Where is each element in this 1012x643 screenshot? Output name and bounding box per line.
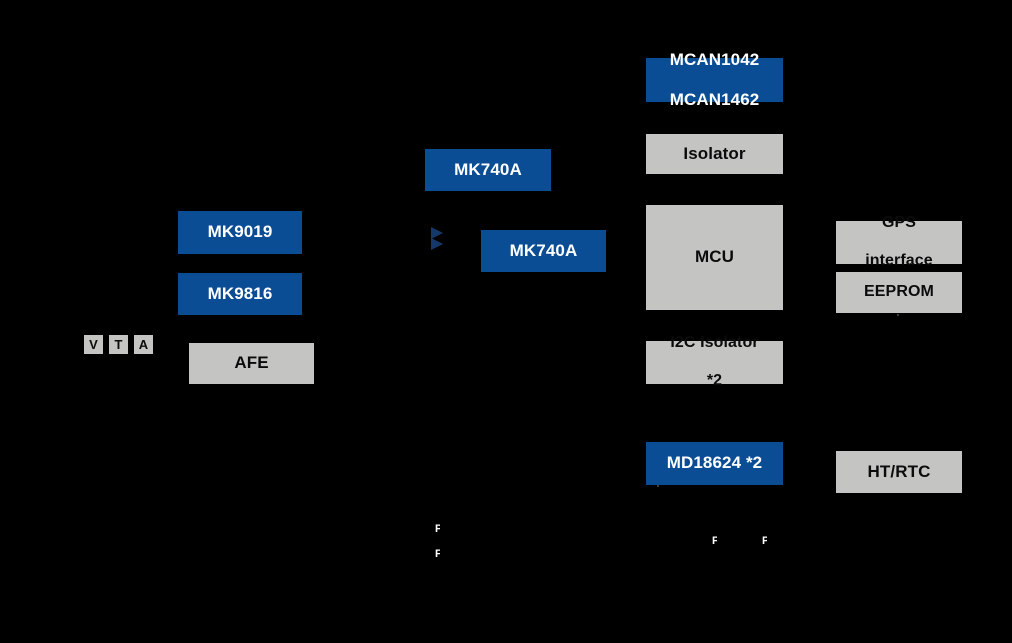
block-mk9816-label: MK9816: [207, 283, 273, 303]
block-mcan-transceiver: MCAN1042 MCAN1462: [646, 50, 783, 109]
sensor-chip-current: A: [134, 335, 153, 354]
residual-mark-md18624: [657, 485, 659, 487]
sensor-chip-voltage: V: [84, 335, 103, 354]
sensor-chip-temperature: T: [109, 335, 128, 354]
arrow-right-icon-lower: [431, 238, 443, 250]
block-mk740a-lower: MK740A: [481, 230, 606, 272]
block-ht-rtc: HT/RTC: [836, 451, 962, 493]
block-isolator-label: Isolator: [683, 143, 746, 163]
block-mk9019-label: MK9019: [207, 222, 273, 242]
block-mk9019: MK9019: [178, 211, 302, 254]
block-mcu: MCU: [646, 205, 783, 310]
block-eeprom: EEPROM: [836, 272, 962, 313]
block-mk740a-upper-label: MK740A: [454, 159, 522, 179]
block-ht-rtc-label: HT/RTC: [867, 461, 931, 481]
sensor-chip-temperature-label: T: [114, 337, 123, 352]
sensor-chip-voltage-label: V: [89, 337, 98, 352]
block-mcu-label: MCU: [694, 247, 734, 267]
block-i2c-isolator: I2C Isolator *2: [646, 334, 783, 389]
clipped-label-fragment-2: F: [435, 549, 440, 560]
residual-mark-eeprom: [897, 314, 899, 316]
arrow-right-icon-upper: [431, 227, 443, 239]
block-i2c-isolator-line1: I2C Isolator: [670, 334, 759, 352]
block-mk9816: MK9816: [178, 273, 302, 315]
block-mcan-line2: MCAN1462: [669, 90, 760, 110]
clipped-label-fragment-3: P: [712, 536, 717, 547]
clipped-label-fragment-1: P: [435, 524, 440, 535]
block-afe-label: AFE: [234, 353, 269, 373]
sensor-chip-current-label: A: [138, 337, 149, 352]
block-isolator: Isolator: [646, 134, 783, 174]
block-md18624-label: MD18624 *2: [666, 453, 763, 473]
block-gps-line1: GPS: [881, 214, 917, 232]
block-eeprom-label: EEPROM: [864, 283, 934, 301]
block-gps-line2: interface: [865, 251, 933, 269]
block-gps-interface: GPS interface: [836, 214, 962, 269]
block-mk740a-upper: MK740A: [425, 149, 551, 191]
block-i2c-isolator-line2: *2: [706, 371, 723, 389]
block-md18624: MD18624 *2: [646, 442, 783, 485]
block-mcan-line1: MCAN1042: [669, 49, 760, 69]
block-afe: AFE: [189, 343, 314, 384]
block-mk740a-lower-label: MK740A: [509, 240, 578, 260]
clipped-label-fragment-4: P: [762, 536, 767, 547]
